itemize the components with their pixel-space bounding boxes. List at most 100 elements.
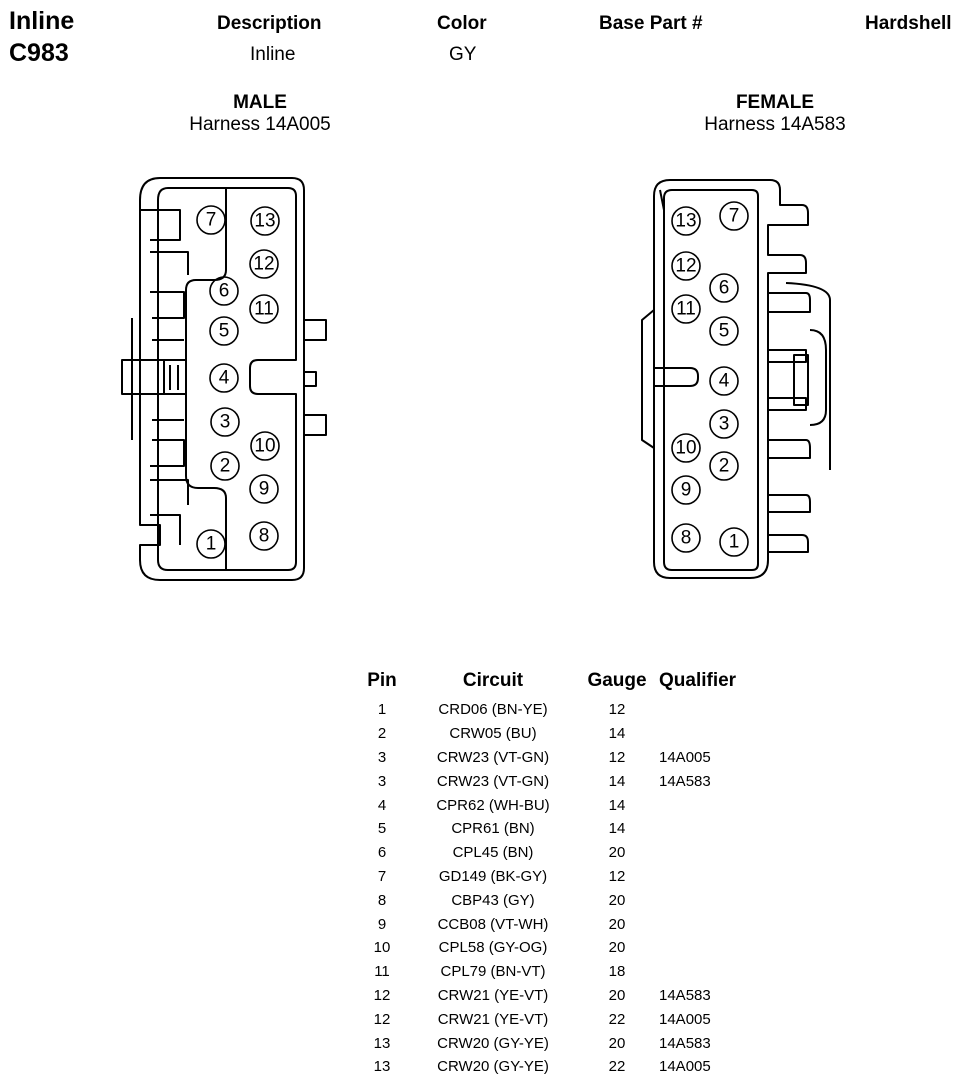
row-qualifier: 14A583 — [659, 1034, 711, 1052]
row-circuit: CRW21 (YE-VT) — [437, 1010, 549, 1028]
table-row: 12 CRW21 (YE-VT) 22 14A005 — [355, 1007, 745, 1031]
col-qualifier: Qualifier — [659, 670, 737, 691]
row-qualifier — [657, 817, 745, 841]
row-qualifier: 14A005 — [659, 1010, 711, 1028]
row-qualifier — [657, 912, 745, 936]
row-gauge: 22 — [608, 1010, 626, 1028]
table-row: 4 CPR62 (WH-BU) 14 — [355, 793, 745, 817]
row-pin: 12 — [373, 1010, 391, 1028]
female-pin-9: 9 — [681, 480, 692, 501]
row-pin: 1 — [377, 701, 387, 719]
row-gauge: 14 — [608, 796, 626, 814]
female-pin-2: 2 — [719, 456, 730, 477]
row-qualifier — [657, 936, 745, 960]
female-pin-6: 6 — [719, 278, 730, 299]
description-value: Inline — [250, 44, 296, 65]
row-gauge: 14 — [608, 772, 626, 790]
col-circuit: Circuit — [462, 670, 524, 691]
row-qualifier — [657, 793, 745, 817]
male-pin-6: 6 — [219, 281, 230, 302]
male-pin-7: 7 — [206, 210, 217, 231]
male-pin-10: 10 — [254, 436, 275, 457]
male-pin-1: 1 — [206, 534, 217, 555]
row-qualifier: 14A005 — [659, 748, 711, 766]
female-pin-4: 4 — [719, 371, 730, 392]
row-gauge: 20 — [608, 891, 626, 909]
row-gauge: 20 — [608, 939, 626, 957]
row-gauge: 20 — [608, 915, 626, 933]
row-pin: 9 — [377, 915, 387, 933]
row-circuit: CPL45 (BN) — [452, 844, 534, 862]
row-pin: 10 — [373, 939, 391, 957]
row-circuit: CRW23 (VT-GN) — [436, 748, 550, 766]
pin-table-header: Pin Circuit Gauge Qualifier — [355, 670, 745, 698]
row-circuit: CPL58 (GY-OG) — [438, 939, 548, 957]
table-row: 3 CRW23 (VT-GN) 14 14A583 — [355, 769, 745, 793]
row-qualifier — [657, 888, 745, 912]
row-qualifier — [657, 698, 745, 722]
male-pin-3: 3 — [220, 412, 231, 433]
connector-id: C983 — [9, 39, 69, 67]
row-qualifier — [657, 841, 745, 865]
row-circuit: CCB08 (VT-WH) — [437, 915, 549, 933]
row-qualifier — [657, 722, 745, 746]
row-circuit: CPR61 (BN) — [451, 820, 535, 838]
connector-type: Inline — [9, 7, 75, 35]
row-gauge: 20 — [608, 844, 626, 862]
row-gauge: 12 — [608, 867, 626, 885]
male-pin-5: 5 — [219, 321, 230, 342]
male-title: MALE — [233, 92, 287, 113]
row-qualifier — [657, 960, 745, 984]
row-qualifier: 14A583 — [659, 772, 711, 790]
col-pin: Pin — [367, 670, 397, 691]
row-pin: 3 — [377, 772, 387, 790]
table-row: 3 CRW23 (VT-GN) 12 14A005 — [355, 746, 745, 770]
female-pin-8: 8 — [681, 528, 692, 549]
male-harness: Harness 14A005 — [189, 114, 331, 135]
row-pin: 11 — [374, 963, 390, 981]
female-pin-13: 13 — [675, 211, 696, 232]
female-pin-5: 5 — [719, 321, 730, 342]
male-pin-4: 4 — [219, 368, 230, 389]
male-pin-9: 9 — [259, 479, 270, 500]
hardshell-header: Hardshell — [865, 13, 952, 34]
female-pin-10: 10 — [675, 438, 696, 459]
row-gauge: 20 — [608, 986, 626, 1004]
male-pin-8: 8 — [259, 526, 270, 547]
row-circuit: CRW23 (VT-GN) — [436, 772, 550, 790]
row-circuit: CRW05 (BU) — [449, 725, 537, 743]
table-row: 9 CCB08 (VT-WH) 20 — [355, 912, 745, 936]
base-part-header: Base Part # — [599, 13, 703, 34]
row-gauge: 14 — [608, 725, 626, 743]
female-pin-7: 7 — [729, 206, 740, 227]
row-pin: 6 — [377, 844, 387, 862]
table-row: 6 CPL45 (BN) 20 — [355, 841, 745, 865]
row-gauge: 20 — [608, 1034, 626, 1052]
color-header: Color — [437, 13, 487, 34]
row-circuit: CBP43 (GY) — [451, 891, 535, 909]
female-pin-3: 3 — [719, 414, 730, 435]
row-gauge: 12 — [608, 748, 626, 766]
row-pin: 12 — [373, 986, 391, 1004]
row-circuit: CRW20 (GY-YE) — [437, 1034, 549, 1052]
color-value: GY — [449, 44, 477, 65]
female-pin-circles — [671, 201, 749, 557]
row-pin: 7 — [377, 867, 387, 885]
female-pin-11: 11 — [676, 299, 696, 320]
female-title: FEMALE — [735, 92, 815, 113]
row-pin: 4 — [377, 796, 387, 814]
row-pin: 3 — [377, 748, 387, 766]
row-pin: 2 — [377, 725, 387, 743]
male-pin-2: 2 — [220, 456, 231, 477]
row-qualifier — [657, 865, 745, 889]
row-circuit: CPR62 (WH-BU) — [436, 796, 550, 814]
